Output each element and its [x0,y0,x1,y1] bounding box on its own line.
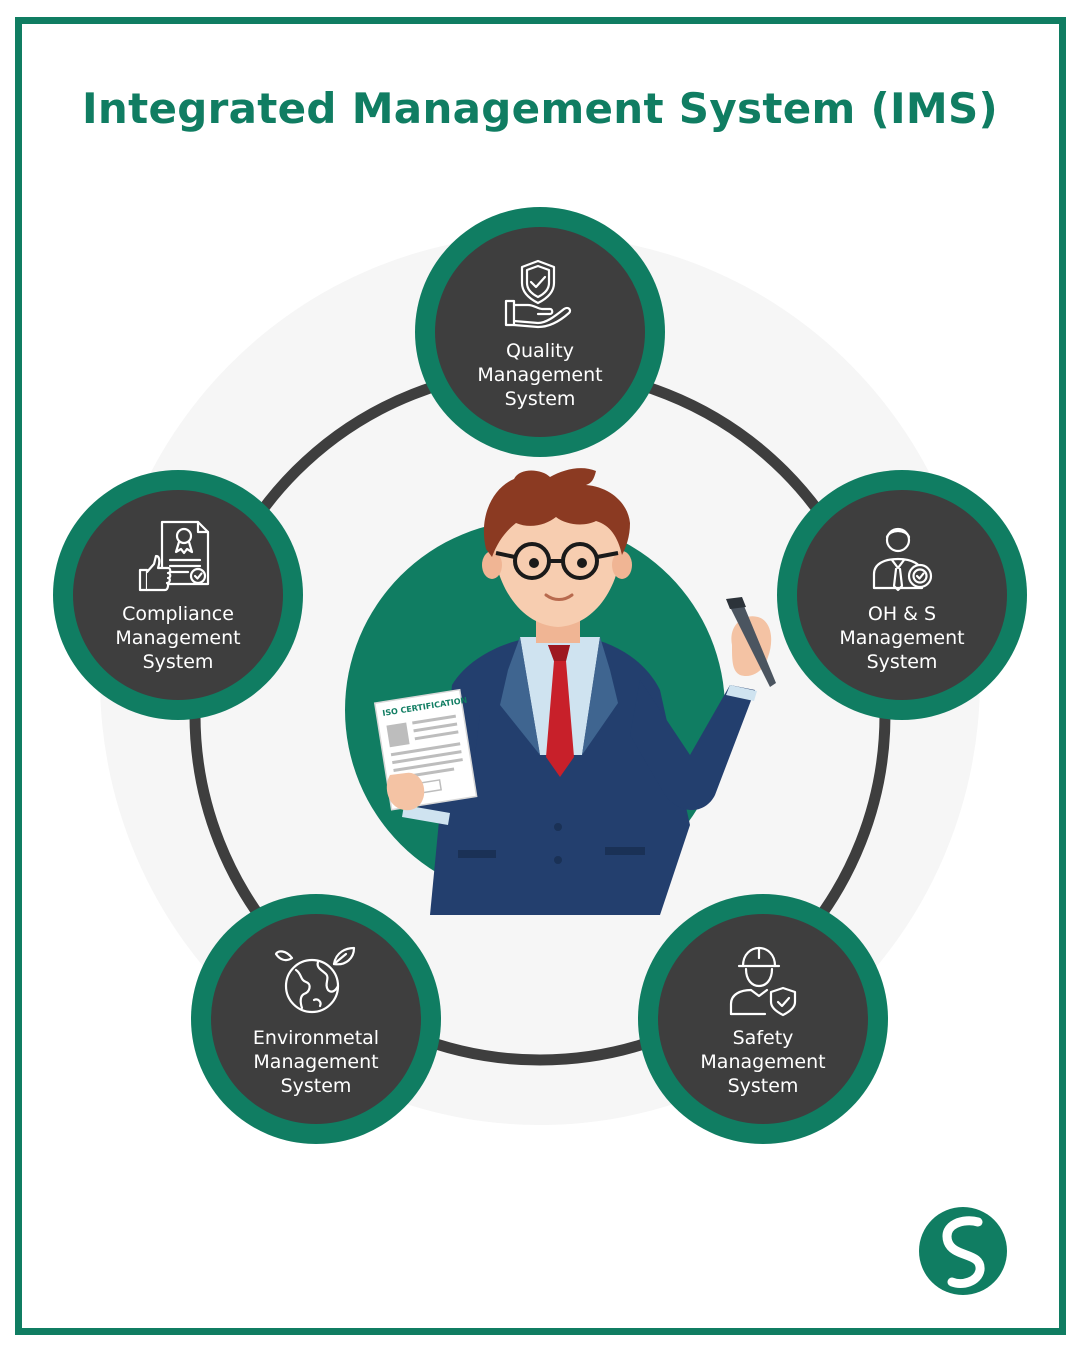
button [554,823,562,831]
cuff-left [402,805,450,825]
globe-leaf-icon [274,946,356,1014]
label-line: OH & S [867,603,937,625]
label-line: Management [700,1051,826,1073]
worker-shield-icon [729,946,797,1017]
hand-shield-icon [504,259,572,329]
tie [546,645,574,777]
node-env: Environmetal Management System [191,894,441,1144]
tie-knot [548,645,570,661]
button [554,856,562,864]
businessman-illustration: ISO CERTIFICATION [373,468,776,915]
label-line: Safety [732,1027,794,1049]
ear [482,551,502,579]
label-line: System [142,651,214,673]
node-quality-label: Quality Management System [435,339,645,411]
label-line: Management [477,364,603,386]
lapel-right [582,637,618,755]
pocket [605,847,645,855]
label-line: Quality [506,340,574,362]
hand-left [386,772,425,811]
pocket [458,850,496,858]
label-line: System [727,1075,799,1097]
label-line: System [504,388,576,410]
pen-cap [726,597,746,609]
label-line: Compliance [122,603,234,625]
label-line: Management [115,627,241,649]
certificate-thumbs-up-icon [138,520,210,592]
glasses [495,542,619,580]
arm-right [630,680,755,810]
node-safety-label: Safety Management System [658,1026,868,1098]
ear [612,551,632,579]
brand-logo [919,1207,1007,1295]
node-compliance: Compliance Management System [53,470,303,720]
node-compliance-label: Compliance Management System [73,602,283,674]
node-env-label: Environmetal Management System [211,1026,421,1098]
node-safety: Safety Management System [638,894,888,1144]
node-ohs: OH & S Management System [777,470,1027,720]
label-line: System [280,1075,352,1097]
pen [728,601,776,687]
label-line: Environmetal [252,1027,380,1049]
page-title: Integrated Management System (IMS) [81,84,999,133]
node-quality: Quality Management System [415,207,665,457]
eye [529,558,539,568]
businessman-badge-icon [872,527,933,592]
label-line: Management [253,1051,379,1073]
eye [577,558,587,568]
hair [483,468,630,557]
label-line: Management [839,627,965,649]
label-line: System [866,651,938,673]
mouth [544,593,574,601]
lapel-left [500,637,540,755]
cuff-right [726,685,757,701]
node-ohs-label: OH & S Management System [797,602,1007,674]
